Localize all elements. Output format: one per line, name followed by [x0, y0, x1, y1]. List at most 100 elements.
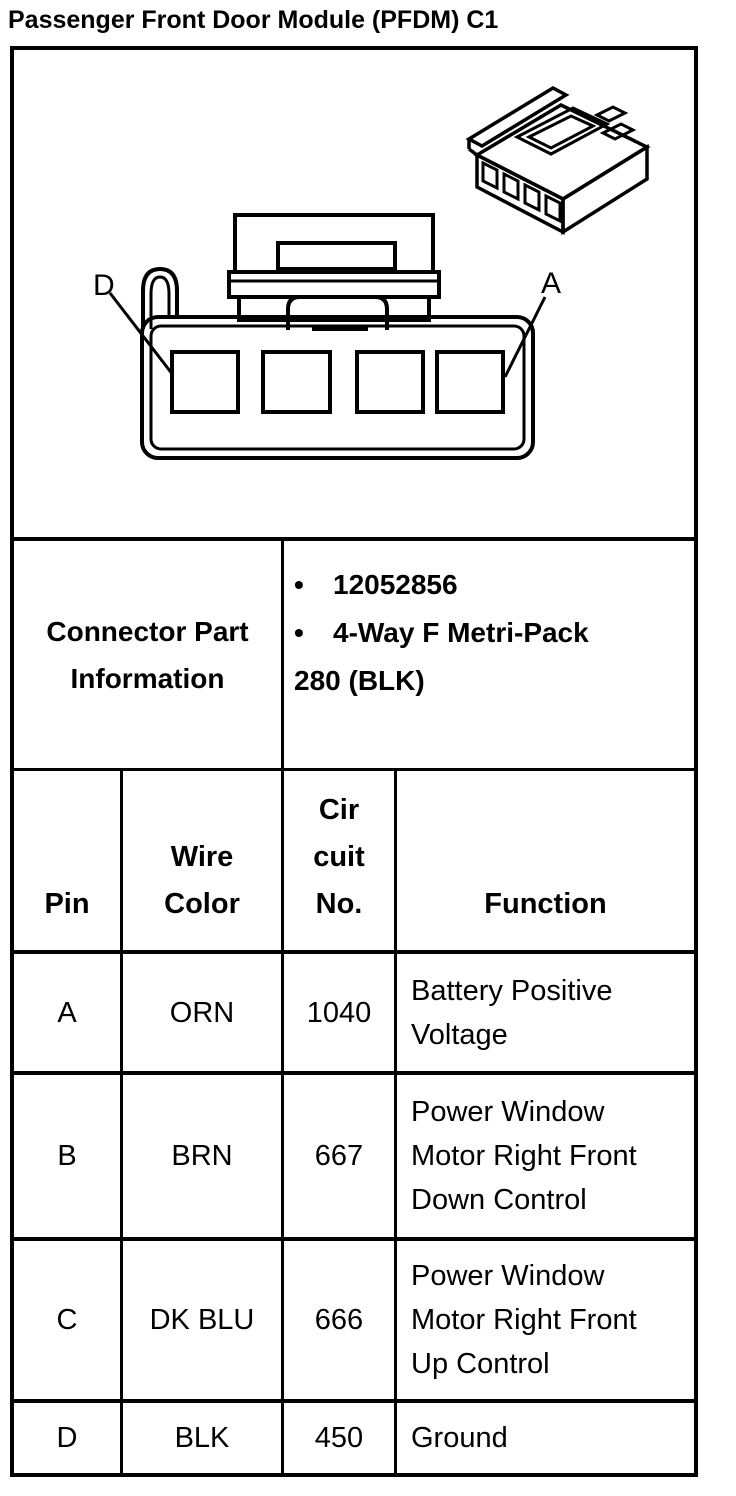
- bullet-icon: •: [294, 617, 304, 648]
- row-a-circuit-cell: 1040: [284, 954, 394, 1071]
- connector-info-table: D A: [10, 46, 698, 1477]
- latch-slot: [276, 241, 397, 271]
- header-line: Wire: [170, 841, 234, 873]
- grid-line: [14, 537, 694, 541]
- iso-lock-inner: [525, 114, 597, 150]
- connector-body-inner: [149, 324, 526, 451]
- row-b-pin-cell: B: [14, 1075, 120, 1237]
- row-b-function-cell: Power Window Motor Right Front Down Cont…: [397, 1075, 694, 1237]
- connector-front-view-drawing: D A: [93, 213, 561, 460]
- part-number-item: • 12052856: [294, 561, 458, 609]
- latch-hump: [286, 295, 389, 330]
- header-line: cuit: [313, 841, 365, 873]
- iso-rear-flange: [465, 85, 570, 149]
- grid-line: [14, 768, 694, 771]
- row-d-wire-color-cell: BLK: [123, 1403, 281, 1473]
- circuit-no-value: 1040: [306, 996, 372, 1029]
- connector-diagram-cell: D A: [14, 50, 694, 537]
- hook-outer: [141, 266, 179, 329]
- pin-value: D: [56, 1422, 78, 1454]
- row-b-circuit-cell: 667: [284, 1075, 394, 1237]
- wire-color-value: BLK: [174, 1422, 230, 1454]
- function-line: Battery Positive: [411, 974, 613, 1007]
- grid-line: [120, 768, 123, 1473]
- grid-line: [14, 1237, 694, 1241]
- header-line: Cir: [318, 794, 360, 826]
- iso-cavity-1: [481, 160, 499, 191]
- iso-lock-block: [599, 122, 637, 141]
- grid-line: [14, 950, 694, 954]
- connector-body-outer: [140, 315, 535, 460]
- page-title: Passenger Front Door Module (PFDM) C1: [8, 6, 499, 34]
- column-header-function: Function: [397, 771, 694, 950]
- grid-line: [281, 768, 284, 1473]
- grid-line: [394, 768, 397, 1473]
- iso-cavity-3: [523, 182, 541, 213]
- function-line: Power Window: [411, 1096, 605, 1128]
- function-line: Ground: [411, 1422, 508, 1454]
- leader-line-a: [503, 296, 547, 378]
- grid-line: [281, 537, 284, 771]
- header-line: Color: [164, 888, 240, 920]
- iso-right-face: [561, 143, 649, 236]
- hook-inner: [149, 275, 171, 329]
- leader-line-d: [108, 292, 175, 376]
- pin-d-label: D: [93, 269, 115, 302]
- connector-part-info-heading: Connector Part Information: [46, 608, 248, 702]
- row-c-pin-cell: C: [14, 1241, 120, 1399]
- pin-value: C: [56, 1304, 78, 1336]
- function-line: Motor Right Front: [411, 1140, 637, 1172]
- function-line: Voltage: [411, 1018, 508, 1051]
- column-header-pin: Pin: [14, 771, 120, 950]
- row-d-function-cell: Ground: [397, 1403, 694, 1473]
- iso-lock-tab: [593, 105, 629, 123]
- circuit-no-value: 666: [314, 1304, 364, 1336]
- header-line: No.: [315, 888, 363, 920]
- iso-lock-outer: [513, 106, 611, 156]
- function-line: Motor Right Front: [411, 1304, 637, 1336]
- pin-opening-a: [435, 350, 505, 414]
- grid-line: [14, 1071, 694, 1075]
- row-b-wire-color-cell: BRN: [123, 1075, 281, 1237]
- row-d-pin-cell: D: [14, 1403, 120, 1473]
- pin-opening-d: [170, 350, 240, 414]
- pin-value: B: [57, 1140, 77, 1172]
- circuit-no-value: 667: [314, 1140, 364, 1172]
- wire-color-value: DK BLU: [149, 1304, 255, 1336]
- connector-part-info-value-cell: • 12052856 • 4-Way F Metri-Pack 280 (BLK): [284, 541, 694, 768]
- row-a-pin-cell: A: [14, 954, 120, 1071]
- part-description-continuation: 280 (BLK): [294, 665, 425, 696]
- row-c-function-cell: Power Window Motor Right Front Up Contro…: [397, 1241, 694, 1399]
- part-number: 12052856: [333, 569, 458, 600]
- row-a-function-cell: Battery Positive Voltage: [397, 954, 694, 1071]
- bullet-icon: •: [294, 569, 304, 600]
- heading-line: Connector Part: [46, 615, 249, 647]
- pin-value: A: [57, 996, 77, 1029]
- grid-line: [14, 1399, 694, 1403]
- iso-flange-foot: [467, 147, 479, 157]
- row-c-circuit-cell: 666: [284, 1241, 394, 1399]
- circuit-no-value: 450: [314, 1422, 364, 1454]
- pin-opening-c: [261, 350, 332, 414]
- column-header-wire-color: Wire Color: [123, 771, 281, 950]
- function-line: Down Control: [411, 1184, 587, 1216]
- function-line: Up Control: [411, 1348, 550, 1380]
- wire-color-value: ORN: [169, 996, 235, 1029]
- wire-color-value: BRN: [171, 1140, 233, 1172]
- pin-a-label: A: [541, 267, 561, 300]
- connector-isometric-view-drawing: [465, 85, 651, 236]
- connector-part-info-heading-cell: Connector Part Information: [14, 541, 281, 768]
- row-d-circuit-cell: 450: [284, 1403, 394, 1473]
- row-c-wire-color-cell: DK BLU: [123, 1241, 281, 1399]
- iso-cavity-4: [544, 193, 562, 224]
- pin-opening-b: [355, 350, 425, 414]
- column-header-circuit-no: Cir cuit No.: [284, 771, 394, 950]
- header-line: Pin: [44, 888, 90, 920]
- iso-cavity-2: [502, 171, 520, 202]
- part-description: 4-Way F Metri-Pack: [333, 617, 589, 648]
- latch-band-upper: [227, 270, 441, 299]
- part-description-item: • 4-Way F Metri-Pack: [294, 609, 589, 657]
- function-line: Power Window: [411, 1260, 605, 1292]
- heading-line: Information: [70, 662, 225, 694]
